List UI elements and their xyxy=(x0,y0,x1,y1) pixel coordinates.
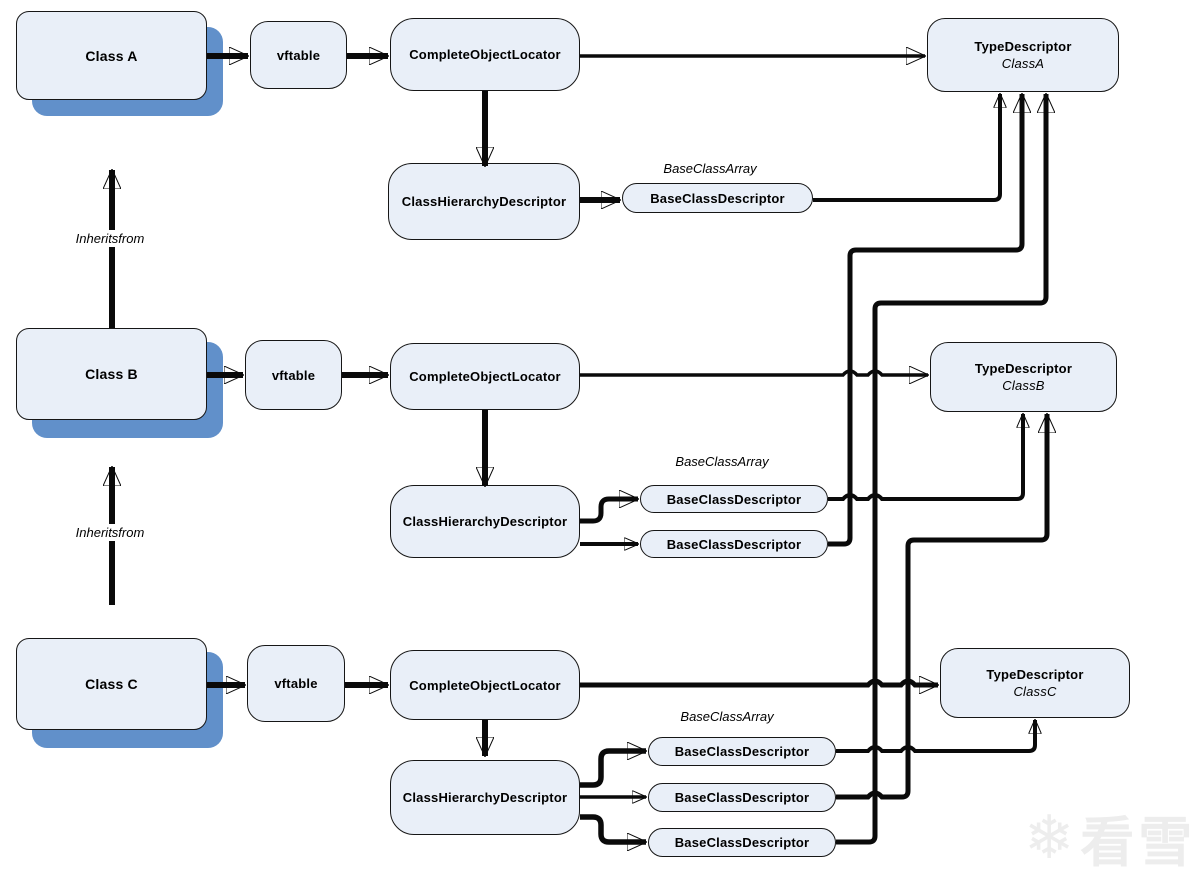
arrow-bcdB0-to-typedescB xyxy=(828,414,1023,501)
base-class-descriptor-c1-node: BaseClassDescriptor xyxy=(648,783,836,812)
watermark: ❄ 看雪 xyxy=(1024,798,1196,877)
bcd-a0-label: BaseClassDescriptor xyxy=(650,190,785,206)
base-class-descriptor-a0-node: BaseClassDescriptor xyxy=(622,183,813,213)
complete-object-locator-c-node: CompleteObjectLocator xyxy=(390,650,580,720)
watermark-text: 看雪 xyxy=(1080,813,1197,873)
vftable-a-node: vftable xyxy=(250,21,347,89)
bcd-c2-label: BaseClassDescriptor xyxy=(674,835,810,850)
arrow-bcdC2-to-typedescA xyxy=(836,94,1046,845)
base-class-array-label-b: BaseClassArray xyxy=(675,454,769,469)
arrow-colB-to-typedescB xyxy=(580,371,928,375)
chd-a-label: ClassHierarchyDescriptor xyxy=(401,194,567,209)
base-class-descriptor-b0-node: BaseClassDescriptor xyxy=(640,485,828,513)
bcd-b1-label: BaseClassDescriptor xyxy=(666,536,802,552)
base-class-array-label-c: BaseClassArray xyxy=(680,709,774,724)
class-hierarchy-descriptor-b-node: ClassHierarchyDescriptor xyxy=(390,485,580,558)
bcd-b0-label: BaseClassDescriptor xyxy=(666,491,802,507)
vftable-b-label: vftable xyxy=(271,367,316,383)
inherits-label-c-b: Inheritsfrom xyxy=(72,524,148,541)
type-descriptor-a-class: ClassA xyxy=(1001,56,1045,71)
arrow-chdC-to-bcd0 xyxy=(580,751,646,788)
col-b-label: CompleteObjectLocator xyxy=(409,369,561,384)
type-descriptor-b-node: TypeDescriptor ClassB xyxy=(930,342,1117,412)
arrow-bcdC1-to-typedescB xyxy=(836,414,1047,800)
base-class-array-label-a: BaseClassArray xyxy=(663,161,757,176)
base-class-descriptor-b1-node: BaseClassDescriptor xyxy=(640,530,828,558)
col-c-label: CompleteObjectLocator xyxy=(409,677,561,693)
chd-b-label: ClassHierarchyDescriptor xyxy=(402,514,568,529)
arrow-chdC-to-bcd2 xyxy=(580,814,646,842)
class-hierarchy-descriptor-a-node: ClassHierarchyDescriptor xyxy=(388,163,580,240)
vftable-c-label: vftable xyxy=(274,676,318,691)
class-c-label: Class C xyxy=(85,676,138,692)
bcd-c0-label: BaseClassDescriptor xyxy=(674,744,810,759)
complete-object-locator-b-node: CompleteObjectLocator xyxy=(390,343,580,410)
class-b-label: Class B xyxy=(85,366,138,382)
arrow-chdB-to-bcd0 xyxy=(580,499,638,524)
base-class-descriptor-c2-node: BaseClassDescriptor xyxy=(648,828,836,857)
type-descriptor-a-node: TypeDescriptor ClassA xyxy=(927,18,1119,92)
arrow-bcdC0-to-typedescC xyxy=(836,720,1035,753)
class-a-label: Class A xyxy=(85,47,138,64)
vftable-b-node: vftable xyxy=(245,340,342,410)
class-c-node: Class C xyxy=(16,638,207,730)
type-descriptor-a-title: TypeDescriptor xyxy=(974,39,1072,54)
class-b-node: Class B xyxy=(16,328,207,420)
base-class-descriptor-c0-node: BaseClassDescriptor xyxy=(648,737,836,766)
type-descriptor-c-title: TypeDescriptor xyxy=(986,667,1084,682)
class-a-node: Class A xyxy=(16,11,207,100)
bcd-c1-label: BaseClassDescriptor xyxy=(674,790,810,805)
vftable-a-label: vftable xyxy=(276,47,321,63)
arrow-bcdA-to-typedescA xyxy=(813,94,1000,202)
inherits-label-b-a: Inheritsfrom xyxy=(72,230,148,247)
type-descriptor-b-class: ClassB xyxy=(1002,378,1045,393)
col-a-label: CompleteObjectLocator xyxy=(409,47,561,62)
class-hierarchy-descriptor-c-node: ClassHierarchyDescriptor xyxy=(390,760,580,835)
arrow-colC-to-typedescC xyxy=(580,681,938,685)
complete-object-locator-a-node: CompleteObjectLocator xyxy=(390,18,580,91)
arrow-bcdB1-to-typedescA xyxy=(828,94,1022,547)
type-descriptor-c-class: ClassC xyxy=(1013,684,1057,699)
type-descriptor-b-title: TypeDescriptor xyxy=(974,361,1073,376)
chd-c-label: ClassHierarchyDescriptor xyxy=(402,790,568,805)
snowflake-icon: ❄ xyxy=(1024,803,1075,871)
type-descriptor-c-node: TypeDescriptor ClassC xyxy=(940,648,1130,718)
vftable-c-node: vftable xyxy=(247,645,345,722)
